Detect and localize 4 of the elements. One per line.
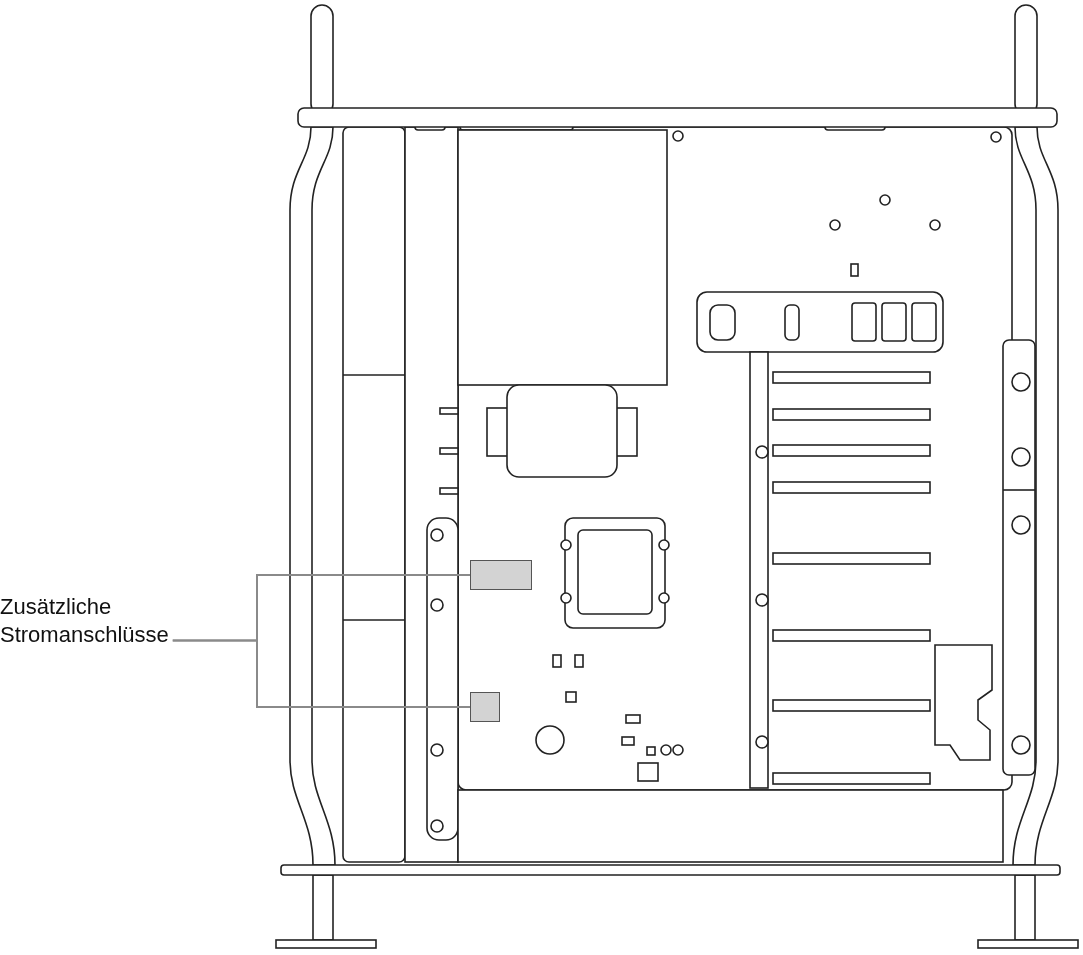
power-connector [470,692,500,722]
power-connector [470,560,532,590]
leader-line [171,639,471,708]
callout-label: Zusätzliche Stromanschlüsse [0,593,230,649]
